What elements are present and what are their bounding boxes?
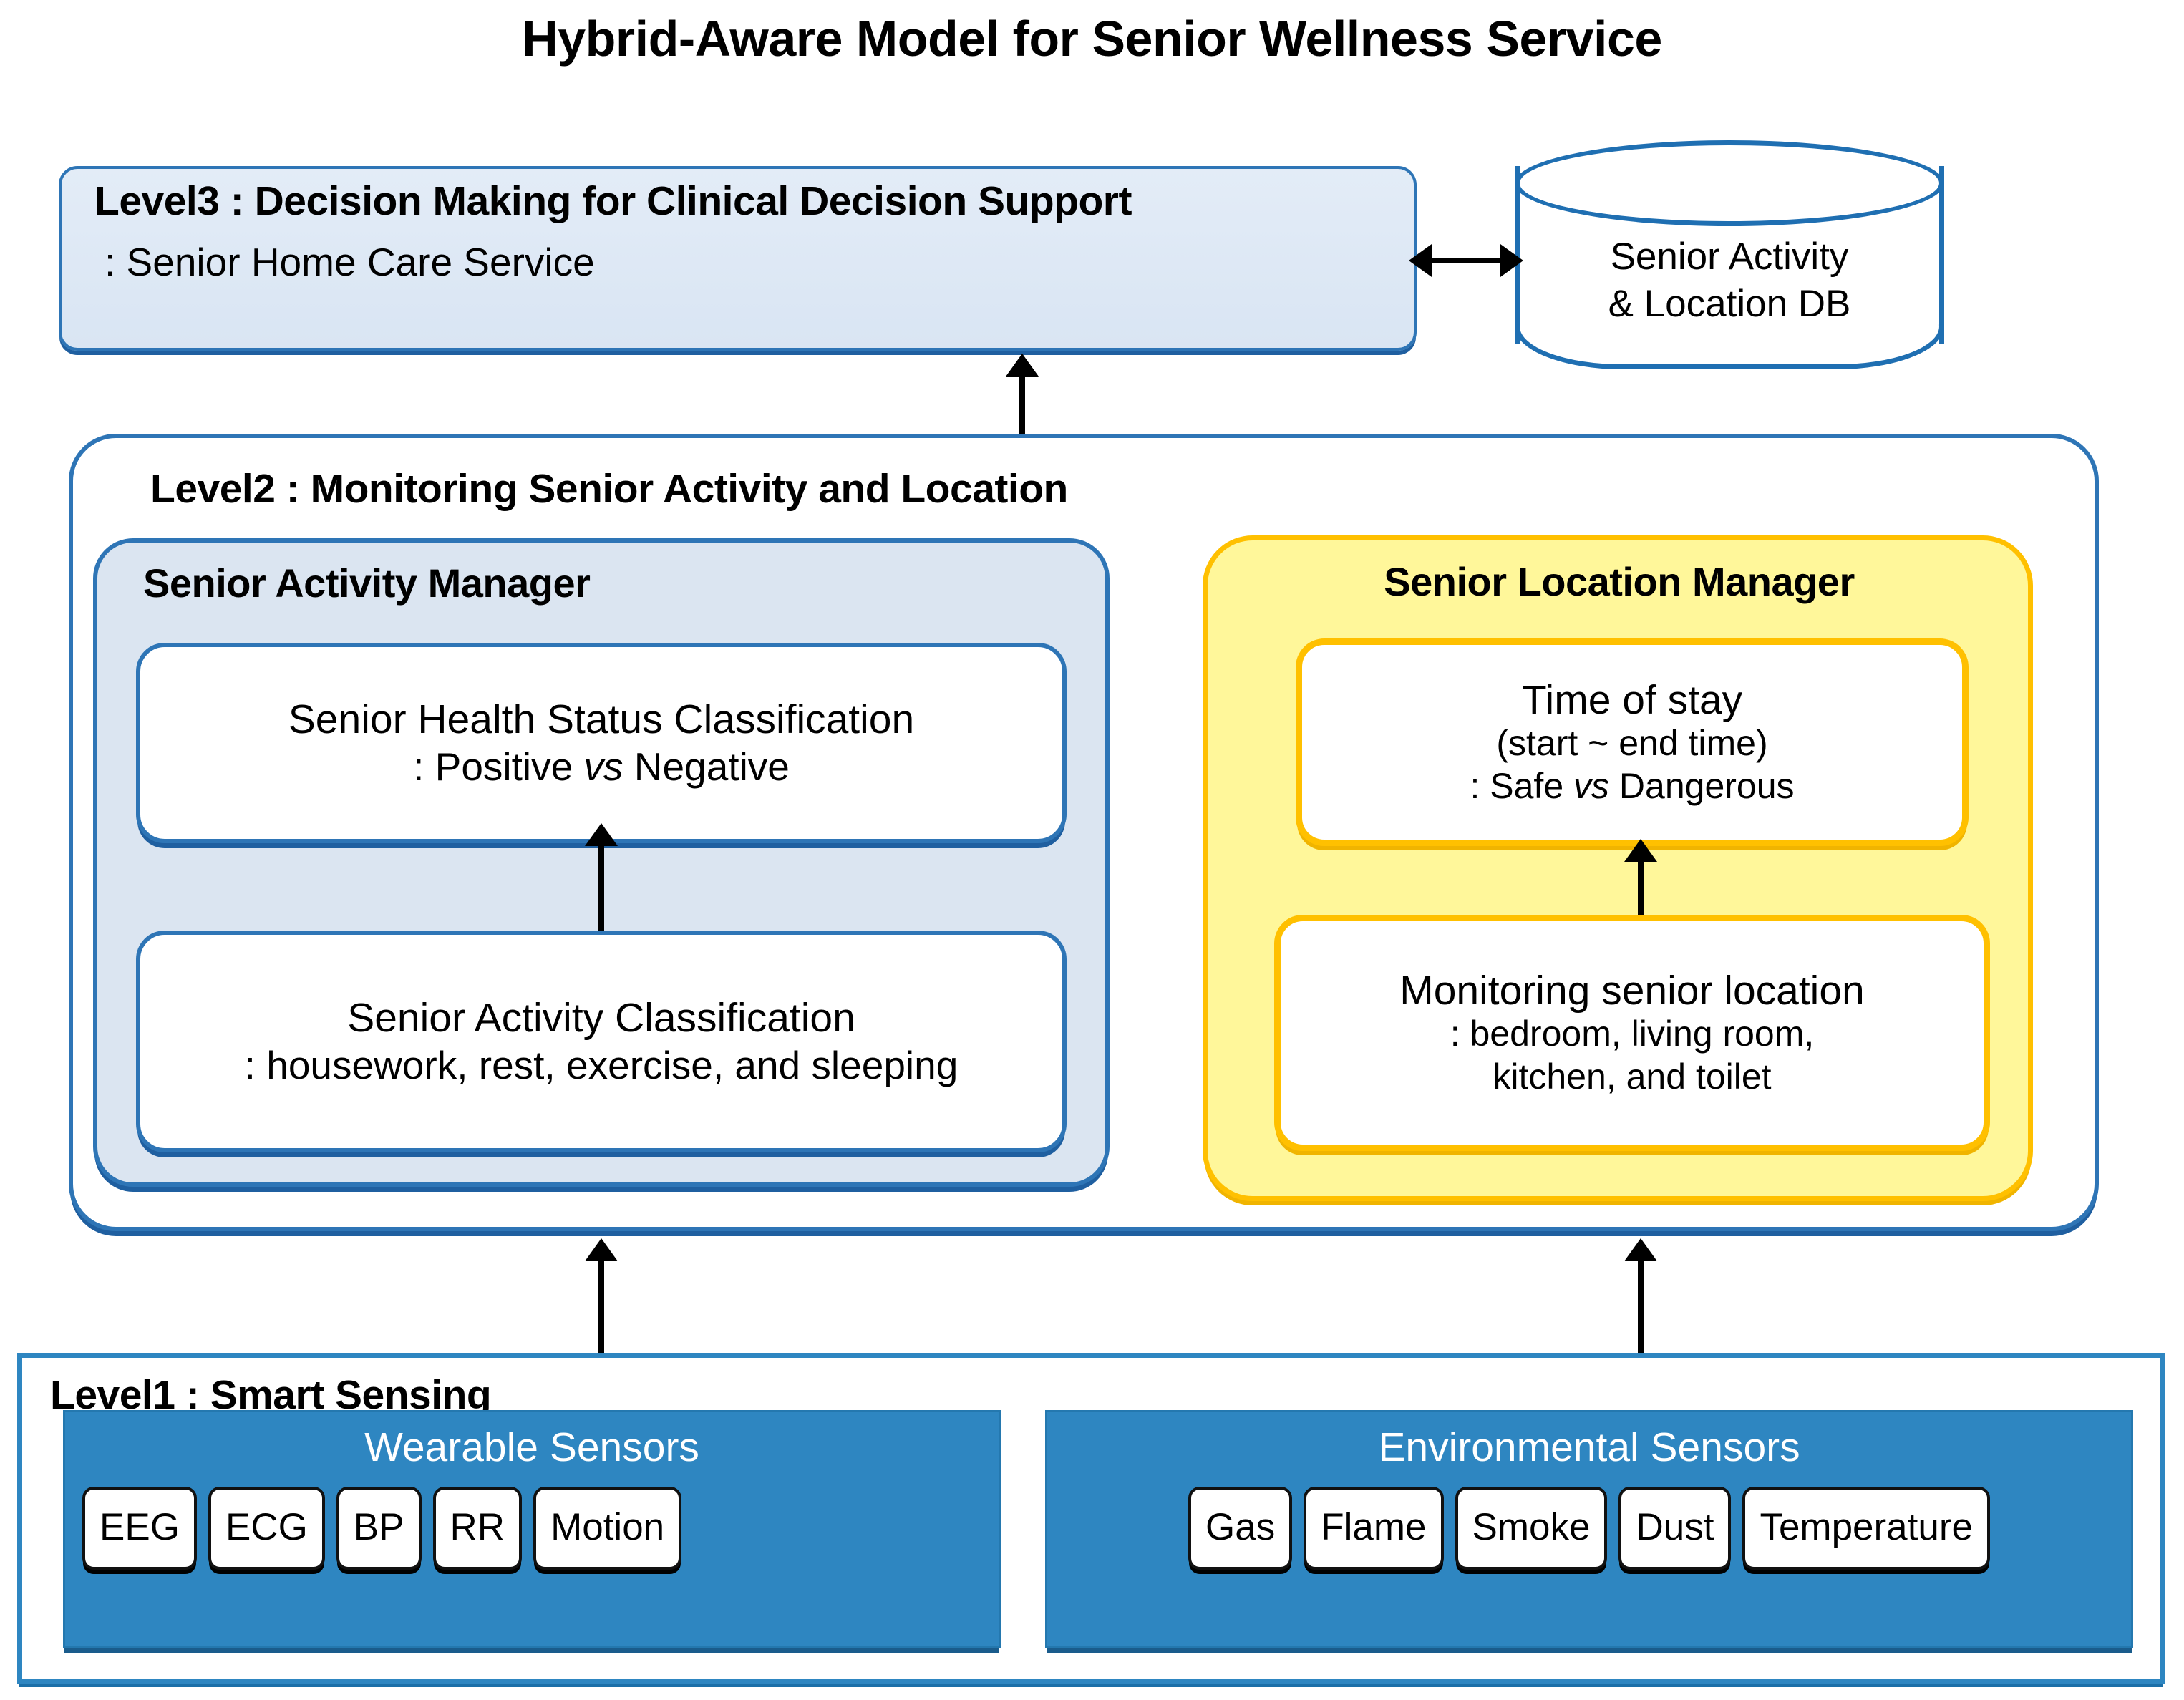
tos-line3-em: vs [1573, 765, 1610, 806]
shsc-line2-post: Negative [623, 744, 790, 790]
wearable-sensor-chip-row: EEG ECG BP RR Motion [65, 1487, 999, 1570]
database-cylinder-top-icon [1515, 140, 1944, 226]
database-label-line1: Senior Activity [1610, 235, 1849, 278]
database-label-line2: & Location DB [1608, 283, 1851, 326]
shsc-line2-em: vs [583, 744, 623, 790]
connector-level3-to-level2 [1019, 375, 1025, 437]
sensor-chip-gas[interactable]: Gas [1188, 1487, 1293, 1570]
shsc-line1: Senior Health Status Classification [288, 696, 915, 742]
msl-line3: kitchen, and toilet [1493, 1056, 1772, 1097]
sensor-chip-dust[interactable]: Dust [1618, 1487, 1732, 1570]
wearable-sensors-label: Wearable Sensors [364, 1424, 699, 1470]
page-title: Hybrid-Aware Model for Senior Wellness S… [522, 11, 1662, 67]
connector-activity-to-level1 [598, 1260, 604, 1374]
senior-health-status-classification-box[interactable]: Senior Health Status Classification : Po… [136, 643, 1067, 843]
sensor-chip-bp[interactable]: BP [336, 1487, 422, 1570]
level3-subheading: : Senior Home Care Service [105, 239, 595, 284]
senior-location-manager-heading: Senior Location Manager [1384, 559, 1855, 604]
senior-activity-manager-heading: Senior Activity Manager [143, 560, 591, 606]
msl-line1: Monitoring senior location [1399, 968, 1865, 1014]
level2-heading: Level2 : Monitoring Senior Activity and … [150, 466, 1068, 512]
shsc-line2-pre: : Positive [413, 744, 584, 790]
sensor-chip-temperature[interactable]: Temperature [1742, 1487, 1990, 1570]
senior-activity-location-database[interactable]: Senior Activity & Location DB [1515, 140, 1944, 369]
shsc-line2: : Positive vs Negative [413, 744, 790, 790]
level3-decision-making-box[interactable]: Level3 : Decision Making for Clinical De… [59, 166, 1417, 351]
msl-line2: : bedroom, living room, [1450, 1014, 1815, 1054]
connector-level3-to-database [1430, 258, 1502, 263]
sensor-chip-ecg[interactable]: ECG [208, 1487, 325, 1570]
environmental-sensor-chip-row: Gas Flame Smoke Dust Temperature [1047, 1487, 2131, 1570]
sensor-chip-eeg[interactable]: EEG [82, 1487, 197, 1570]
level3-heading: Level3 : Decision Making for Clinical De… [94, 178, 1132, 224]
tos-line1: Time of stay [1521, 677, 1743, 724]
tos-line3-pre: : Safe [1470, 765, 1574, 806]
environmental-sensors-group[interactable]: Environmental Sensors Gas Flame Smoke Du… [1045, 1410, 2133, 1648]
time-of-stay-box[interactable]: Time of stay (start ~ end time) : Safe v… [1296, 638, 1969, 846]
sac-line1: Senior Activity Classification [347, 994, 855, 1041]
senior-activity-classification-box[interactable]: Senior Activity Classification : housewo… [136, 931, 1067, 1152]
environmental-sensors-label: Environmental Sensors [1378, 1424, 1800, 1470]
database-label: Senior Activity & Location DB [1515, 233, 1944, 329]
sac-line2: : housework, rest, exercise, and sleepin… [244, 1043, 958, 1088]
wearable-sensors-group[interactable]: Wearable Sensors EEG ECG BP RR Motion [63, 1410, 1001, 1648]
sensor-chip-flame[interactable]: Flame [1304, 1487, 1444, 1570]
tos-line2: (start ~ end time) [1496, 723, 1768, 764]
tos-line3: : Safe vs Dangerous [1470, 764, 1794, 807]
connector-shsc-to-sac [598, 845, 604, 968]
sensor-chip-rr[interactable]: RR [432, 1487, 523, 1570]
connector-location-to-level1 [1638, 1260, 1644, 1374]
sensor-chip-motion[interactable]: Motion [533, 1487, 682, 1570]
tos-line3-post: Dangerous [1609, 765, 1795, 806]
sensor-chip-smoke[interactable]: Smoke [1455, 1487, 1608, 1570]
monitoring-senior-location-box[interactable]: Monitoring senior location : bedroom, li… [1274, 915, 1990, 1151]
